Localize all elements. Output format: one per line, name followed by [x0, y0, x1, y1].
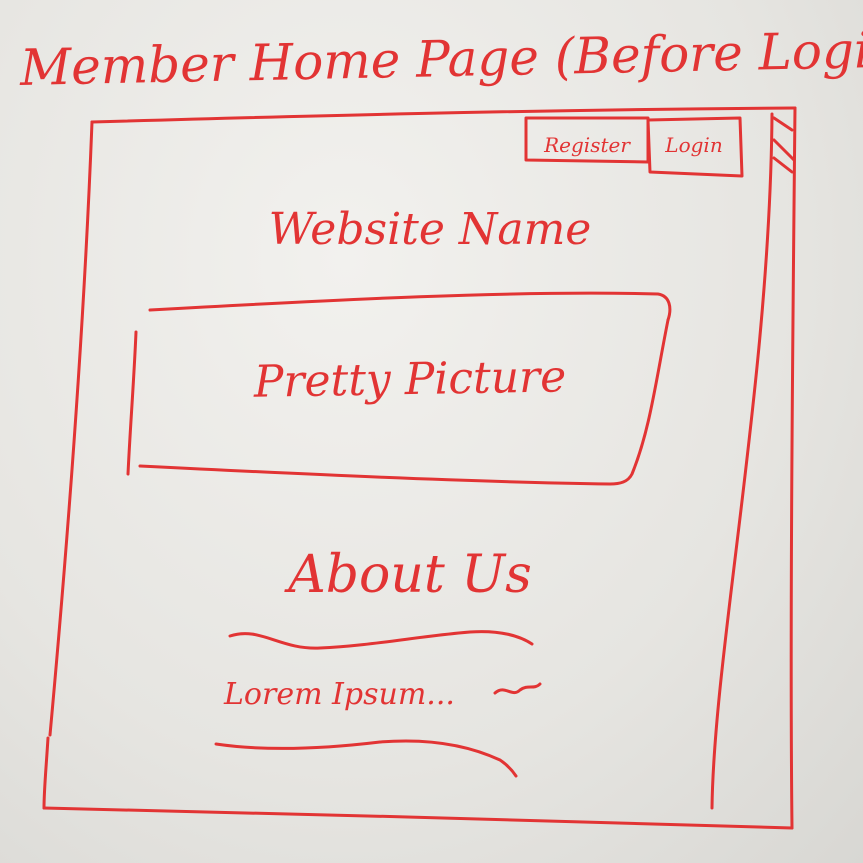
- hero-box-left: [126, 330, 138, 476]
- hero-box-top: [148, 291, 672, 322]
- register-button-outline: [524, 116, 650, 164]
- register-button[interactable]: Register: [544, 133, 630, 157]
- hero-picture-label: Pretty Picture: [253, 351, 567, 408]
- window-frame-left-bottom: [42, 736, 50, 810]
- window-frame-right: [789, 106, 797, 830]
- about-us-body-text: Lorem Ipsum...: [224, 677, 455, 712]
- window-frame-bottom: [42, 806, 794, 830]
- scrollbar-thumb: [772, 116, 796, 174]
- login-button-outline: [646, 116, 744, 178]
- text-squiggle-bottom: [214, 739, 518, 778]
- text-squiggle-top: [228, 630, 534, 650]
- about-us-heading: About Us: [288, 545, 532, 605]
- hero-box-right: [608, 318, 670, 486]
- window-frame-left: [48, 120, 94, 737]
- website-name: Website Name: [268, 204, 592, 255]
- text-squiggle-inline: [493, 682, 542, 695]
- login-button[interactable]: Login: [665, 133, 723, 157]
- scrollbar-track: [710, 112, 774, 810]
- window-frame-top: [90, 106, 797, 124]
- hero-box-bottom: [138, 464, 612, 486]
